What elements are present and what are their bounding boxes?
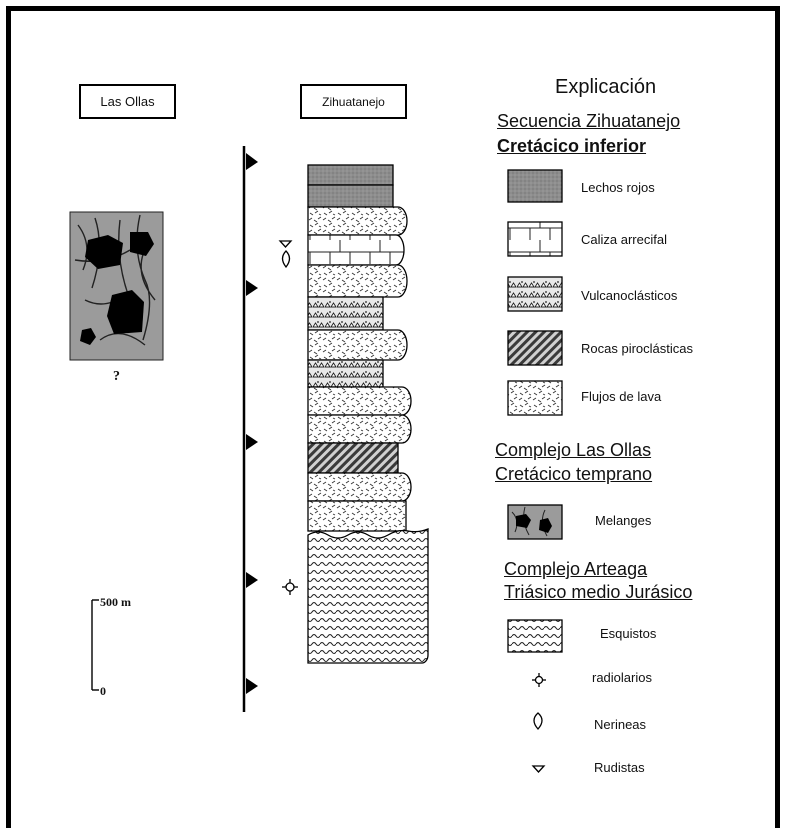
section-age: Cretácico inferior bbox=[497, 136, 647, 156]
swatch-rocas-piroclasticas bbox=[507, 330, 563, 366]
legend-item-label: Flujos de lava bbox=[581, 389, 662, 404]
fossil-label-radiolarios: radiolarios bbox=[592, 670, 652, 685]
section-age: Cretácico temprano bbox=[495, 464, 653, 484]
swatch-caliza-arrecifal bbox=[507, 221, 563, 257]
legend-item-label: Vulcanoclásticos bbox=[581, 288, 678, 303]
layer-caliza bbox=[307, 234, 405, 266]
legend-item-label: Lechos rojos bbox=[581, 180, 655, 195]
layer-lechos-rojos bbox=[307, 164, 394, 186]
layer-lava bbox=[307, 414, 412, 444]
column-fossils bbox=[278, 240, 298, 595]
question-mark: ? bbox=[113, 369, 120, 384]
layer-piroclasticas bbox=[307, 442, 399, 474]
legend-swatches bbox=[507, 169, 563, 653]
rudistas-icon bbox=[531, 765, 546, 773]
rudistas-icon bbox=[278, 240, 293, 248]
swatch-vulcanoclasticos bbox=[507, 276, 563, 312]
legend-item-label: Caliza arrecifal bbox=[581, 232, 667, 247]
legend-item-label: Rocas piroclásticas bbox=[581, 341, 693, 356]
time-axis bbox=[242, 146, 258, 712]
layer-lechos-rojos bbox=[307, 184, 394, 208]
legend-title: Explicación bbox=[555, 76, 657, 98]
layer-vulcanoclasticos bbox=[307, 296, 384, 331]
section-name: Complejo Arteaga bbox=[504, 559, 648, 579]
zihuatanejo-column bbox=[307, 164, 429, 664]
scale-top-label: 500 m bbox=[100, 595, 131, 609]
layer-lava bbox=[307, 386, 412, 416]
swatch-melanges bbox=[507, 504, 563, 540]
section-name: Complejo Las Ollas bbox=[495, 440, 652, 460]
swatch-lechos-rojos bbox=[507, 169, 563, 203]
swatch-flujos-de-lava bbox=[507, 380, 563, 416]
legend-fossils bbox=[531, 673, 546, 773]
layer-lava bbox=[307, 500, 407, 532]
scale-bar bbox=[91, 599, 99, 691]
section-name: Secuencia Zihuatanejo bbox=[497, 111, 681, 131]
radiolarios-icon bbox=[532, 673, 546, 687]
legend-item-label: Esquistos bbox=[600, 626, 657, 641]
radiolarios-icon bbox=[282, 579, 298, 595]
axis-marker bbox=[246, 572, 258, 588]
nerineas-icon bbox=[281, 250, 291, 269]
las-ollas-melange-block bbox=[69, 211, 164, 361]
fossil-label-nerineas: Nerineas bbox=[594, 717, 647, 732]
las-ollas-label: Las Ollas bbox=[100, 94, 155, 109]
axis-marker bbox=[246, 280, 258, 296]
scale-bottom-label: 0 bbox=[100, 684, 106, 698]
layer-lava bbox=[307, 472, 412, 502]
swatch-esquistos bbox=[507, 619, 563, 653]
layer-lava bbox=[307, 264, 408, 298]
axis-marker bbox=[246, 434, 258, 450]
zihuatanejo-label: Zihuatanejo bbox=[322, 94, 385, 109]
figure-frame bbox=[6, 6, 780, 828]
axis-marker bbox=[246, 678, 258, 694]
layer-lava bbox=[307, 206, 408, 236]
layer-lava bbox=[307, 329, 408, 361]
layer-esquistos bbox=[307, 528, 429, 664]
layer-vulcanoclasticos bbox=[307, 359, 384, 388]
zihuatanejo-header: Zihuatanejo bbox=[300, 84, 407, 119]
las-ollas-header: Las Ollas bbox=[79, 84, 176, 119]
fossil-label-rudistas: Rudistas bbox=[594, 760, 645, 775]
nerineas-icon bbox=[533, 712, 543, 730]
section-age: Triásico medio Jurásico bbox=[504, 582, 693, 602]
legend-item-label: Melanges bbox=[595, 513, 652, 528]
axis-marker bbox=[246, 153, 258, 170]
